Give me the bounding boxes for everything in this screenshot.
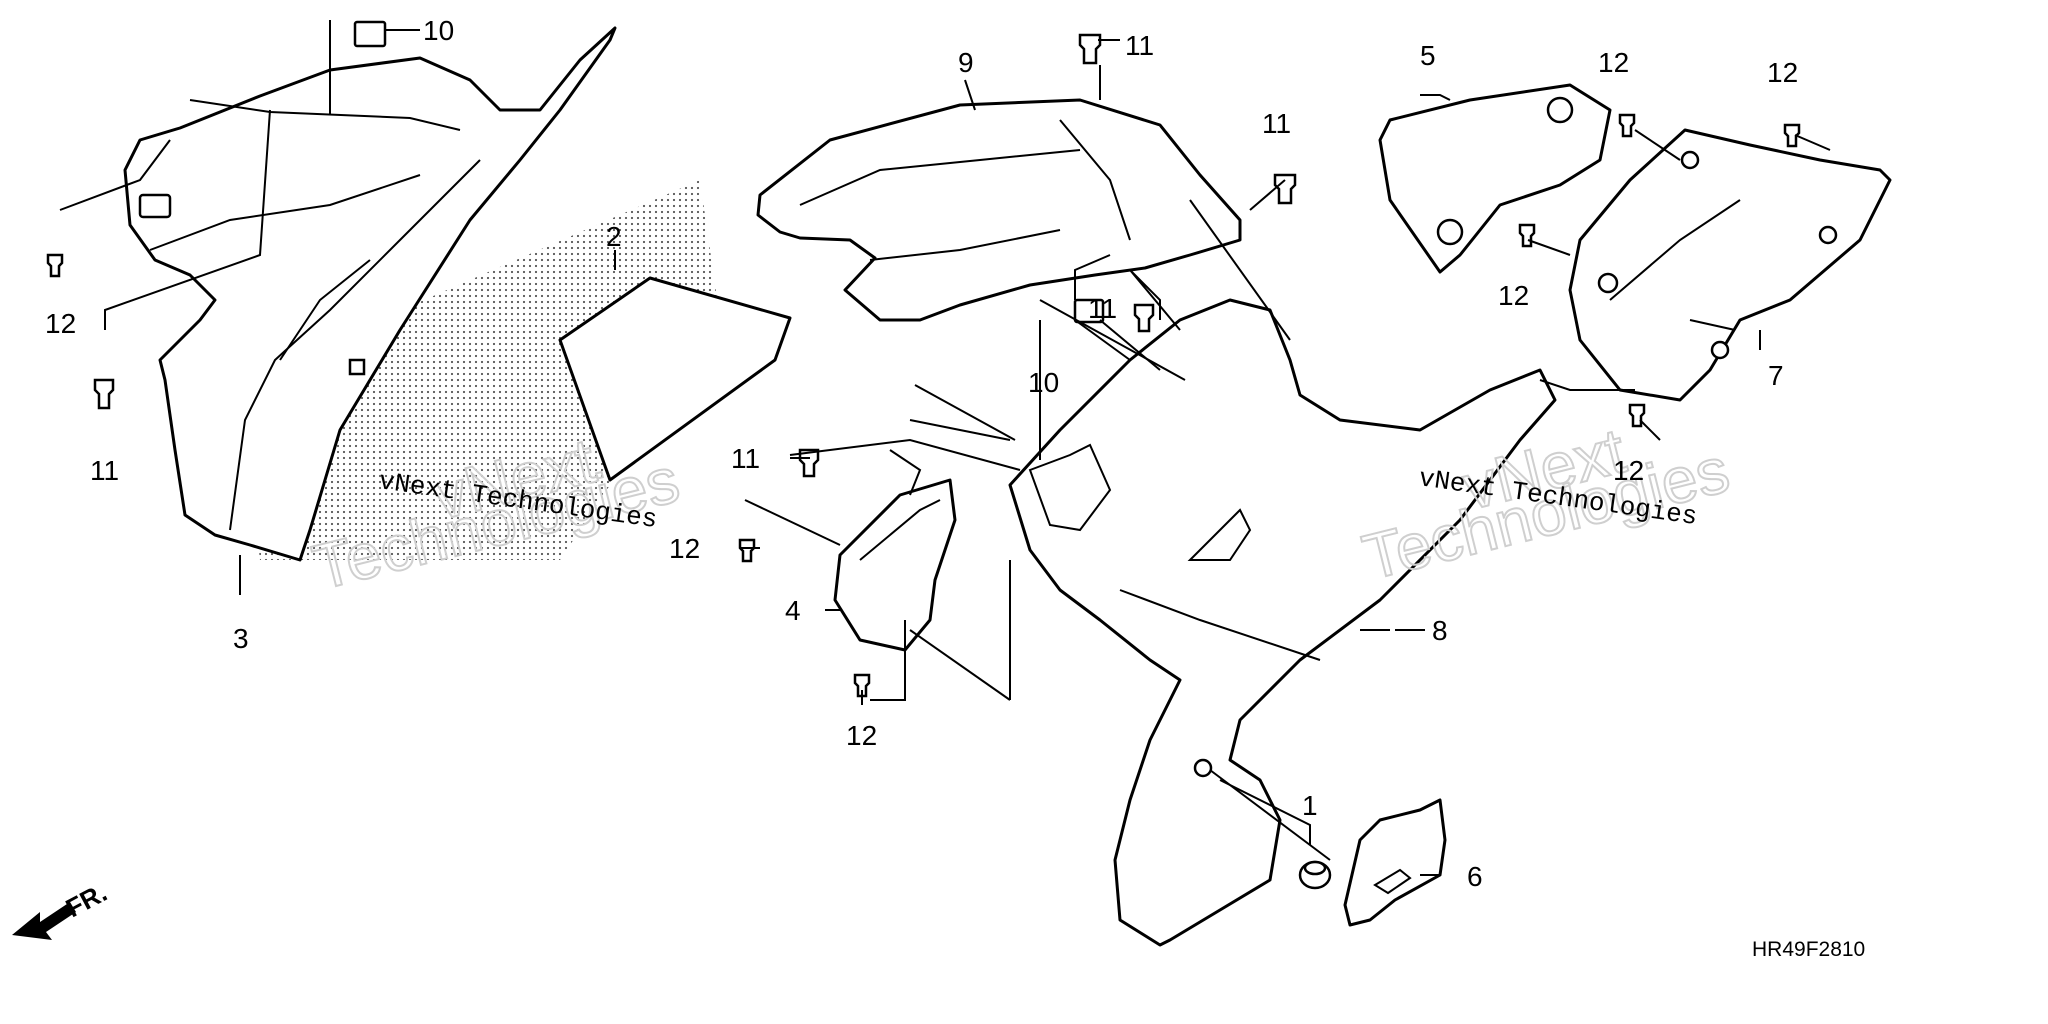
part-7-right-panel: [1568, 128, 1892, 402]
callout-7: 7: [1768, 360, 1784, 391]
callout-12: 12: [1767, 57, 1798, 88]
callout-11: 11: [90, 455, 119, 486]
callout-12: 12: [45, 308, 76, 339]
leader-lines: [59, 20, 1831, 876]
part-8-main-side-cover: [1008, 298, 1557, 947]
part-5-plate: [1378, 83, 1612, 274]
callout-4: 4: [785, 595, 801, 626]
callout-6: 6: [1467, 861, 1483, 892]
part-4-bracket: [833, 449, 957, 652]
callout-11: 11: [731, 443, 760, 474]
part-9-upper-cover: [756, 98, 1242, 322]
callout-12: 12: [1498, 280, 1529, 311]
callout-labels: 10 12 11 3 2 9 11 11 11 10 11 12 4 12 5 …: [45, 15, 1798, 892]
callout-5: 5: [1420, 40, 1436, 71]
front-direction-indicator: FR.: [12, 877, 112, 940]
part-3-left-side-cover: [123, 26, 617, 562]
callout-11: 11: [1088, 293, 1117, 324]
callout-10: 10: [1028, 367, 1059, 398]
callout-11: 11: [1262, 108, 1291, 139]
callout-11: 11: [1125, 30, 1154, 61]
part-6-small-cover: [1343, 798, 1447, 927]
part-5-hole: [1436, 218, 1464, 246]
callout-12: 12: [846, 720, 877, 751]
part-1-grommet: [1298, 860, 1332, 890]
callout-12: 12: [1598, 47, 1629, 78]
callout-12: 12: [1613, 455, 1644, 486]
callout-3: 3: [233, 623, 249, 654]
dotted-shading: [240, 180, 720, 560]
fasteners: [46, 20, 1801, 698]
callout-1: 1: [1302, 790, 1318, 821]
callout-10: 10: [423, 15, 454, 46]
part-5-hole: [1546, 96, 1574, 124]
callout-12: 12: [669, 533, 700, 564]
callout-8: 8: [1432, 615, 1448, 646]
part-2-panel-sheet: [558, 276, 792, 482]
callout-2: 2: [606, 221, 622, 252]
front-arrow-icon: [12, 902, 76, 940]
callout-9: 9: [958, 47, 974, 78]
diagram-code: HR49F2810: [1752, 938, 1865, 961]
